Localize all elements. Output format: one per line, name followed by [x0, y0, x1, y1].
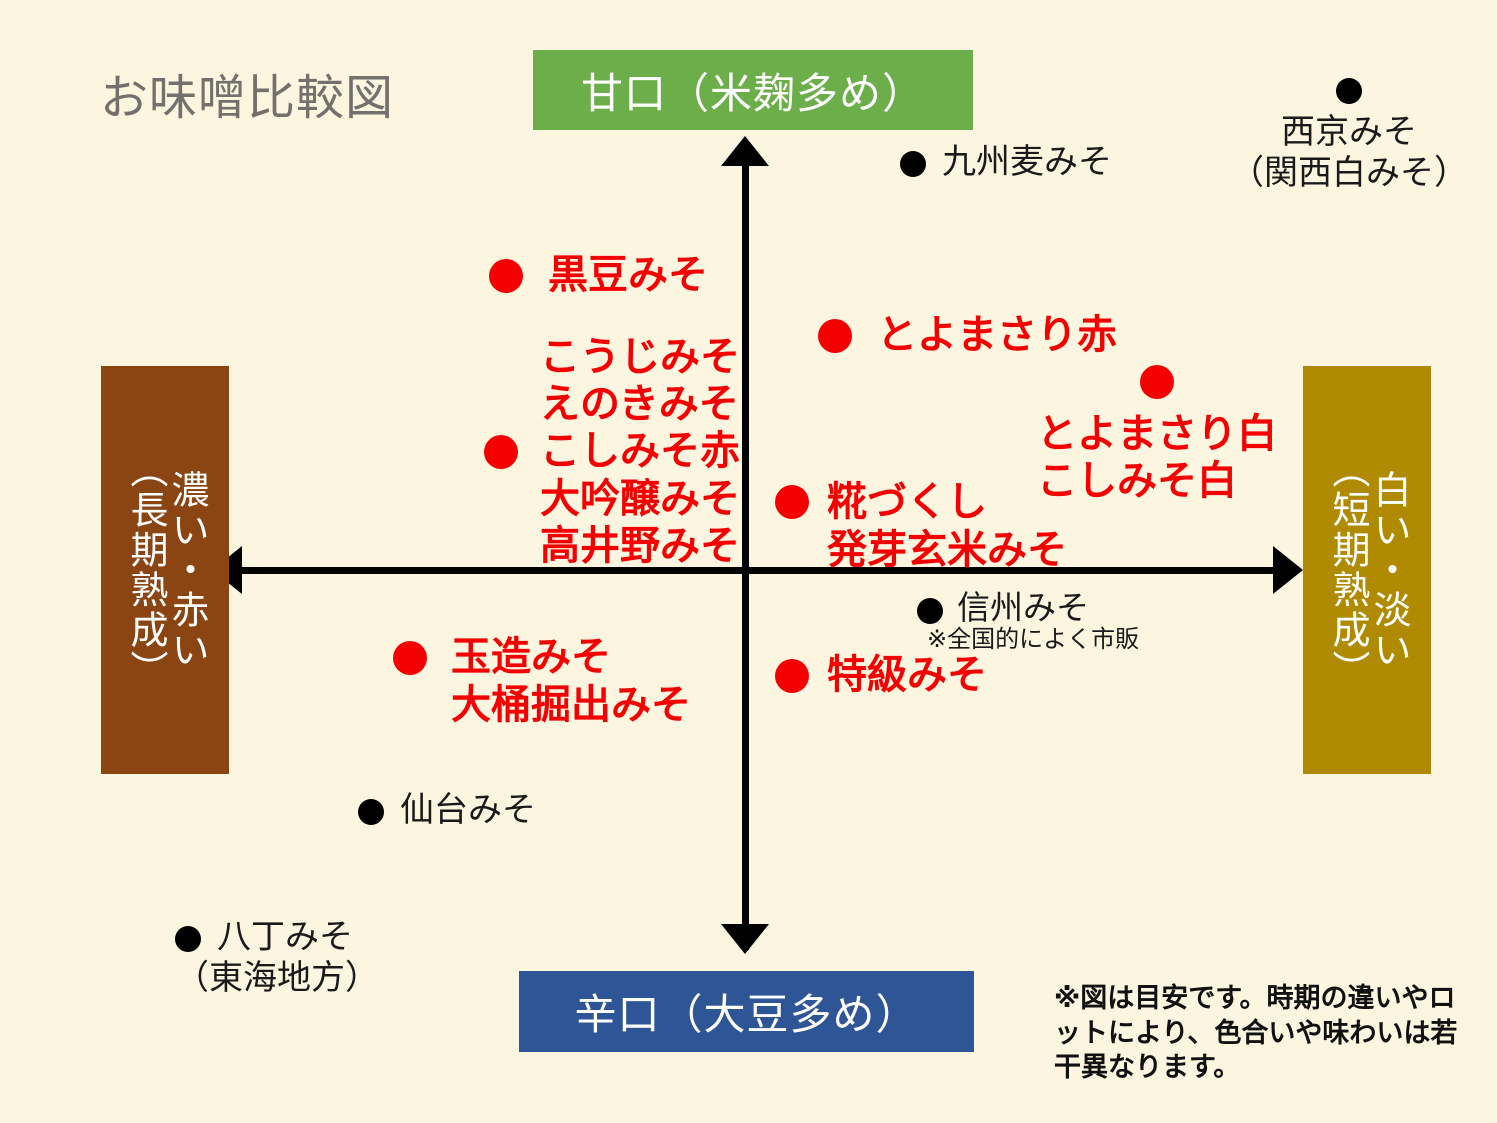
data-point-label: こうじみそ: [540, 335, 740, 379]
data-point-saikyo[interactable]: 西京みそ （関西白みそ）: [1230, 78, 1468, 194]
axis-label-sweet-text: 甘口（米麹多め）: [580, 69, 925, 117]
horizontal-axis: [235, 567, 1280, 574]
disclaimer-note: ※図は目安です。時期の違いやロットにより、色合いや味わいは若干異なります。: [1054, 983, 1458, 1083]
data-point-label: 玉造みそ: [451, 635, 611, 679]
arrow-up-icon: [721, 136, 769, 166]
data-point-note: ※全国的によく市販: [927, 626, 1140, 654]
data-point-shinshu[interactable]: 信州みそ ※全国的によく市販: [917, 589, 1140, 655]
axis-label-dark-red-sub: （長期熟成）: [124, 450, 166, 690]
data-point-label: 大桶掘出みそ: [451, 683, 691, 727]
red-dot-icon: [775, 659, 809, 693]
data-point-label: えのきみそ: [540, 382, 739, 427]
data-point-label: 西京みそ: [1281, 113, 1417, 151]
data-point-label: （関西白みそ）: [1230, 153, 1468, 192]
axis-label-dark-red: 濃い・赤い （長期熟成）: [101, 366, 229, 774]
data-point-toyomasari-shiro[interactable]: とよまさり白 こしみそ白: [1037, 365, 1277, 505]
data-point-label: 糀づくし: [827, 480, 987, 524]
data-point-tokkyu[interactable]: 特級みそ: [775, 652, 987, 699]
data-point-label: 八丁みそ: [217, 918, 353, 956]
data-point-tamatsukuri[interactable]: 玉造みそ 大桶掘出みそ: [393, 633, 691, 729]
black-dot-icon: [1336, 78, 1362, 104]
data-point-kuromame[interactable]: 黒豆みそ: [489, 252, 708, 298]
arrow-down-icon: [721, 924, 769, 954]
data-point-label: 高井野みそ: [540, 523, 740, 568]
axis-label-white-pale-main: 白い・淡い: [1367, 470, 1410, 670]
black-dot-icon: [358, 799, 384, 825]
data-point-sendai[interactable]: 仙台みそ: [358, 790, 536, 830]
data-point-label: 九州麦みそ: [942, 143, 1112, 181]
data-point-label: （東海地方）: [175, 959, 379, 998]
axis-label-white-pale: 白い・淡い （短期熟成）: [1303, 366, 1431, 774]
data-point-label: 黒豆みそ: [548, 253, 708, 297]
red-dot-icon: [489, 259, 523, 293]
vertical-axis: [742, 160, 749, 950]
black-dot-icon: [175, 926, 201, 952]
axis-label-salty-text: 辛口（大豆多め）: [574, 991, 919, 1038]
data-point-hatcho[interactable]: 八丁みそ （東海地方）: [175, 917, 379, 1000]
black-dot-icon: [900, 151, 926, 177]
data-point-koji-group[interactable]: こうじみそ えのきみそ こしみそ赤 大吟醸みそ 高井野みそ: [484, 334, 740, 570]
arrow-right-icon: [1273, 546, 1303, 594]
data-point-label: 大吟醸みそ: [540, 476, 740, 521]
axis-label-white-pale-sub: （短期熟成）: [1326, 450, 1368, 690]
data-point-label: 特級みそ: [827, 653, 987, 697]
data-point-label: 信州みそ: [957, 589, 1089, 626]
data-point-toyomasari-aka[interactable]: とよまさり赤: [818, 312, 1117, 358]
data-point-label: とよまさり白: [1037, 412, 1277, 456]
data-point-label: こしみそ赤: [540, 429, 740, 474]
red-dot-icon: [393, 641, 427, 675]
black-dot-icon: [917, 598, 943, 624]
axis-label-salty: 辛口（大豆多め）: [519, 971, 974, 1052]
red-dot-icon: [1140, 365, 1174, 399]
data-point-label: こしみそ白: [1037, 459, 1237, 504]
data-point-label: とよまさり赤: [877, 313, 1117, 357]
red-dot-icon: [818, 319, 852, 353]
data-point-kouji-zukushi[interactable]: 糀づくし 発芽玄米みそ: [775, 478, 1067, 574]
axis-label-sweet: 甘口（米麹多め）: [533, 50, 973, 130]
data-point-label: 仙台みそ: [400, 791, 536, 829]
data-point-kyushu-mugi[interactable]: 九州麦みそ: [900, 142, 1112, 182]
red-dot-icon: [775, 485, 809, 519]
page-title: お味噌比較図: [100, 72, 395, 125]
data-point-label: 発芽玄米みそ: [827, 528, 1067, 572]
red-dot-icon: [484, 434, 518, 469]
axis-label-dark-red-main: 濃い・赤い: [165, 470, 208, 670]
